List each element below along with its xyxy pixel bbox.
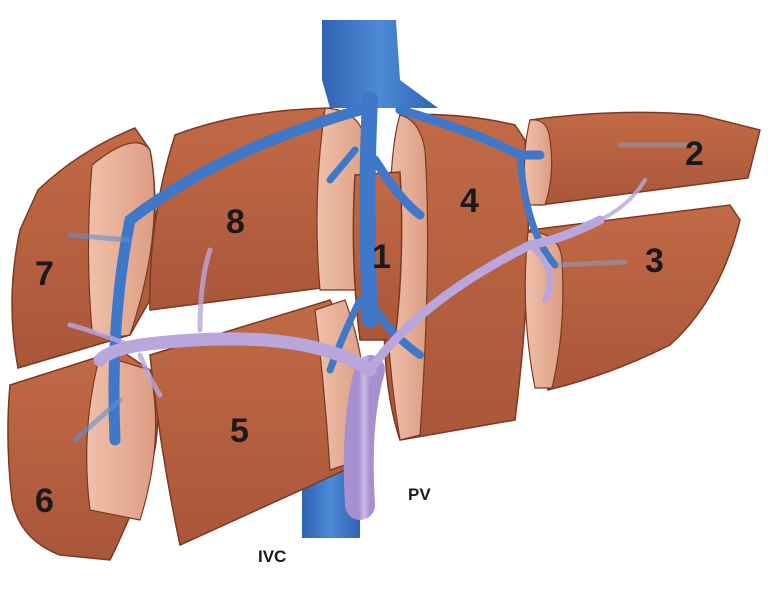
pv-label: PV [408,485,431,504]
segment-label-4: 4 [460,182,479,220]
segment-label-5: 5 [230,412,249,450]
segment-label-2: 2 [685,135,704,173]
segment-6-lobe [7,349,159,561]
segment-7-lobe [11,127,156,369]
ivc-label: IVC [258,547,286,566]
hepatic-veins [67,92,703,446]
segment-3-lobe [524,204,741,391]
segment-label-1: 1 [372,238,391,276]
segment-label-8: 8 [226,203,245,241]
segment-2-lobe [523,111,761,206]
segment-8-lobe [149,107,370,311]
segment-label-3: 3 [645,242,664,280]
segment-4-lobe [383,113,530,441]
segment-labels: 1 2 3 4 5 6 7 8 [35,135,704,520]
portal-veins [67,178,647,520]
segment-label-6: 6 [35,482,54,520]
segment-label-7: 7 [35,255,54,293]
